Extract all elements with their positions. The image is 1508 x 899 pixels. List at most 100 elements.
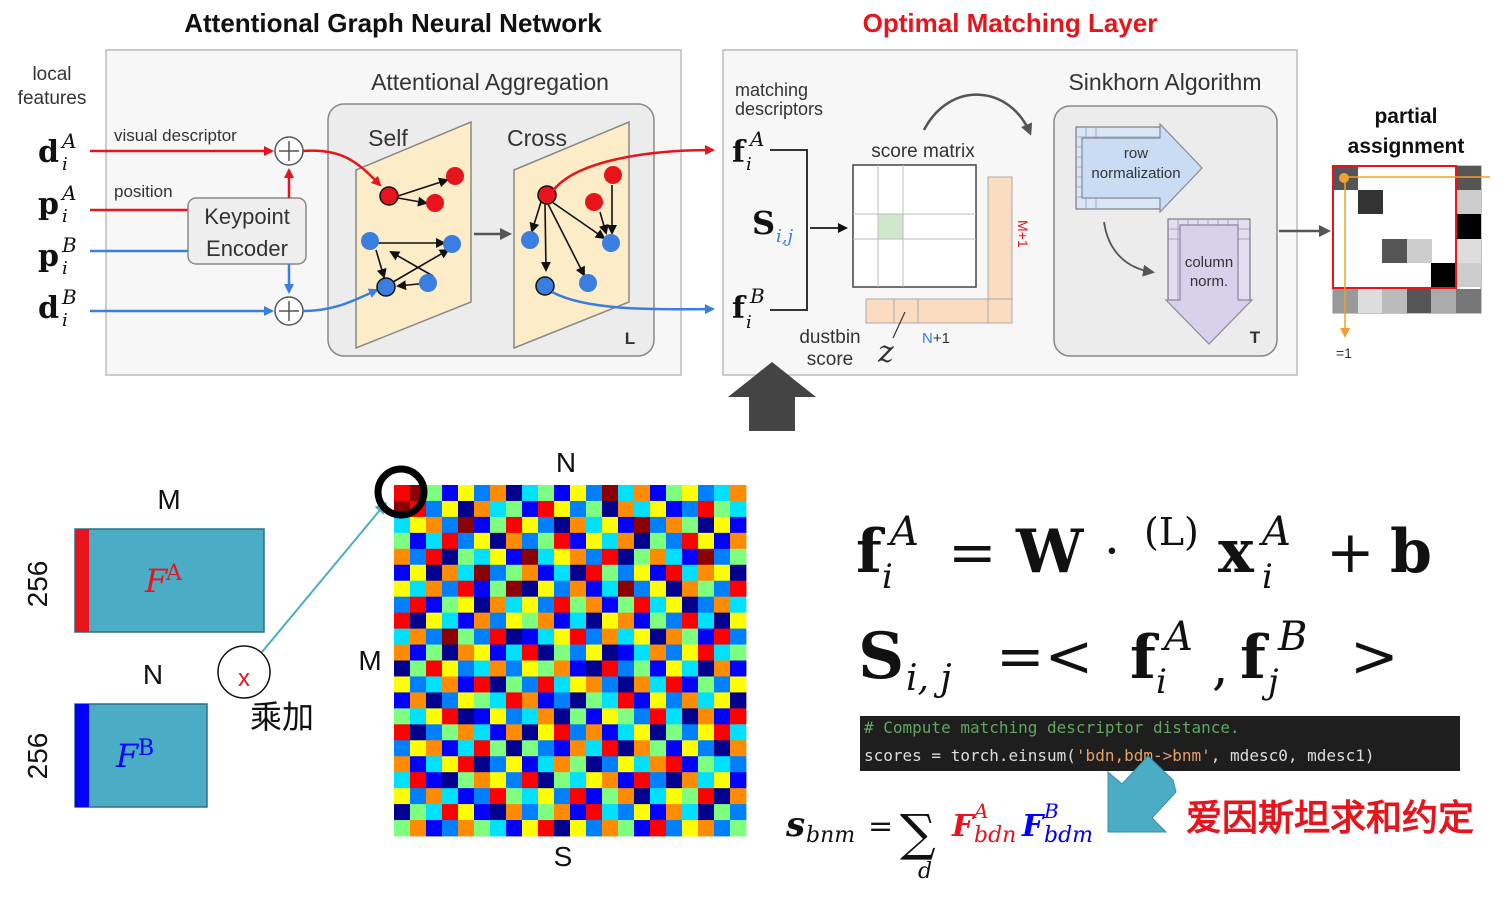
heatmap-cell	[538, 485, 555, 502]
heatmap-cell	[602, 485, 619, 502]
symbol-S: S i,j	[752, 204, 793, 247]
self-node-red-2	[446, 167, 464, 185]
col-norm-label-2: norm.	[1190, 273, 1228, 290]
heatmap-cell	[618, 660, 635, 677]
heatmap-cell	[586, 516, 603, 534]
heatmap-cell	[618, 724, 635, 741]
heatmap-cell	[394, 628, 411, 645]
row-norm-label: row	[1124, 145, 1148, 162]
multiply-symbol: x	[238, 665, 250, 692]
heatmap-cell	[650, 788, 667, 805]
heatmap-cell	[410, 740, 427, 757]
heatmap-cell	[618, 788, 635, 805]
heatmap-cell	[570, 804, 587, 821]
multiply-circle	[217, 645, 271, 699]
heatmap-cell	[650, 548, 667, 566]
heatmap-cell	[394, 596, 411, 614]
heatmap-cell	[730, 660, 747, 677]
heatmap-cell	[666, 772, 683, 789]
formula-Sij: S i, j =< f A i , f B j >	[858, 614, 1399, 702]
heatmap-cell	[490, 532, 507, 550]
heatmap-cell	[698, 644, 715, 661]
heatmap-cell	[538, 740, 555, 757]
heatmap-cell	[474, 628, 491, 645]
heatmap-cell	[602, 596, 619, 614]
heatmap-cell	[698, 788, 715, 805]
dim-N-label: N	[143, 659, 163, 690]
formula-einsum: s bnm = ∑ d F A bdn F B bdm	[785, 799, 1093, 884]
heatmap-cell	[714, 532, 731, 550]
heatmap-cell	[602, 660, 619, 677]
heatmap-cell	[586, 628, 603, 645]
formula-fA: f A i = W · (L) x A i + b	[856, 509, 1432, 597]
heatmap-cell	[522, 485, 539, 502]
cross-node-red-1	[537, 185, 557, 205]
heatmap-cell	[490, 708, 507, 725]
heatmap-cell	[570, 676, 587, 693]
heatmap-cell	[666, 532, 683, 550]
heatmap-cell	[698, 612, 715, 629]
heatmap-cell	[426, 772, 443, 789]
heatmap-cell	[442, 628, 459, 645]
svg-text:i: i	[746, 154, 752, 175]
heatmap-cell	[442, 580, 459, 598]
svg-text:i: i	[882, 557, 893, 597]
dim-256-label-a: 256	[22, 561, 53, 608]
heatmap-cell	[698, 596, 715, 614]
row-to-col-curve	[1103, 221, 1155, 277]
heatmap-cell	[426, 596, 443, 614]
heatmap-cell	[554, 628, 571, 645]
z-symbol: z	[877, 335, 894, 370]
heatmap-cell	[538, 804, 555, 821]
heatmap-cell	[570, 660, 587, 677]
svg-text:p: p	[38, 187, 59, 222]
heatmap-cell	[474, 548, 491, 566]
heatmap-cell	[394, 724, 411, 741]
heatmap-cell	[410, 724, 427, 741]
heatmap-cell	[682, 532, 699, 550]
dustbin-label: dustbin	[799, 327, 860, 348]
heatmap-cell	[650, 564, 667, 582]
heatmap-cell	[394, 820, 411, 837]
heatmap-cell	[554, 740, 571, 757]
heatmap-cell	[554, 485, 571, 502]
heatmap-cell	[490, 660, 507, 677]
heatmap-cell	[666, 804, 683, 821]
heatmap-cell	[426, 676, 443, 693]
FA-symbol: F A	[144, 561, 183, 600]
heatmap-cell	[538, 596, 555, 614]
svg-text:i: i	[62, 310, 68, 331]
heatmap-cell	[538, 564, 555, 582]
heatmap-cell	[506, 596, 523, 614]
heatmap-cell	[602, 692, 619, 709]
heatmap-cell	[538, 548, 555, 566]
heatmap-cell	[506, 724, 523, 741]
heatmap-cell	[506, 564, 523, 582]
heatmap-cell	[634, 516, 651, 534]
heatmap-cell	[634, 724, 651, 741]
heatmap-cell	[618, 772, 635, 789]
heatmap-cell	[474, 756, 491, 773]
heatmap-cell	[698, 820, 715, 837]
heatmap-cell	[474, 740, 491, 757]
heatmap-cell	[730, 804, 747, 821]
heatmap-cell	[650, 628, 667, 645]
heatmap-cell	[602, 580, 619, 598]
curved-arrow-to-sinkhorn	[922, 93, 1033, 136]
heatmap-cell	[458, 612, 475, 629]
keypoint-encoder-label-2: Encoder	[206, 236, 288, 261]
heatmap-cell	[650, 820, 667, 837]
heatmap-cell	[554, 692, 571, 709]
aggregation-title: Attentional Aggregation	[371, 69, 609, 95]
heatmap-cell	[458, 516, 475, 534]
heatmap-cell	[554, 660, 571, 677]
heatmap-cell	[730, 628, 747, 645]
heatmap-cell	[538, 516, 555, 534]
heatmap-cell	[714, 644, 731, 661]
heatmap-cell	[698, 660, 715, 677]
heatmap-cell	[682, 548, 699, 566]
heatmap-cell	[618, 820, 635, 837]
heatmap-cell	[666, 548, 683, 566]
heatmap-N-label: N	[556, 447, 576, 478]
heatmap-cell	[730, 788, 747, 805]
